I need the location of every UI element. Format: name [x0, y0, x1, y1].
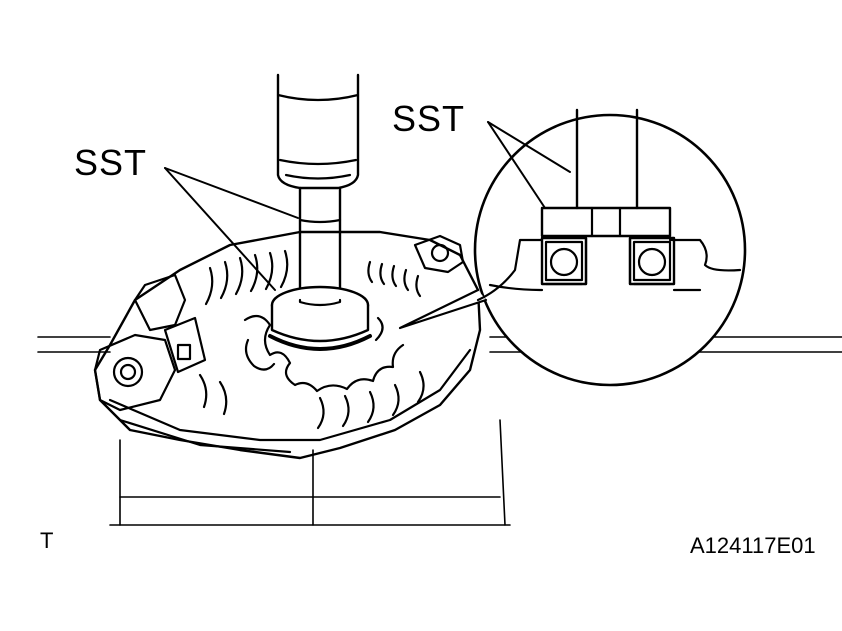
sst-label-right: SST	[392, 98, 466, 139]
corner-label: T	[40, 528, 54, 553]
alternator-housing	[93, 230, 482, 460]
sst-right-leader	[487, 121, 571, 209]
sst-tool	[268, 73, 372, 351]
sst-left-leader	[164, 167, 299, 291]
figure-id-label: A124117E01	[690, 533, 816, 558]
sst-label-left: SST	[74, 142, 148, 183]
detail-magnifier	[398, 108, 747, 387]
